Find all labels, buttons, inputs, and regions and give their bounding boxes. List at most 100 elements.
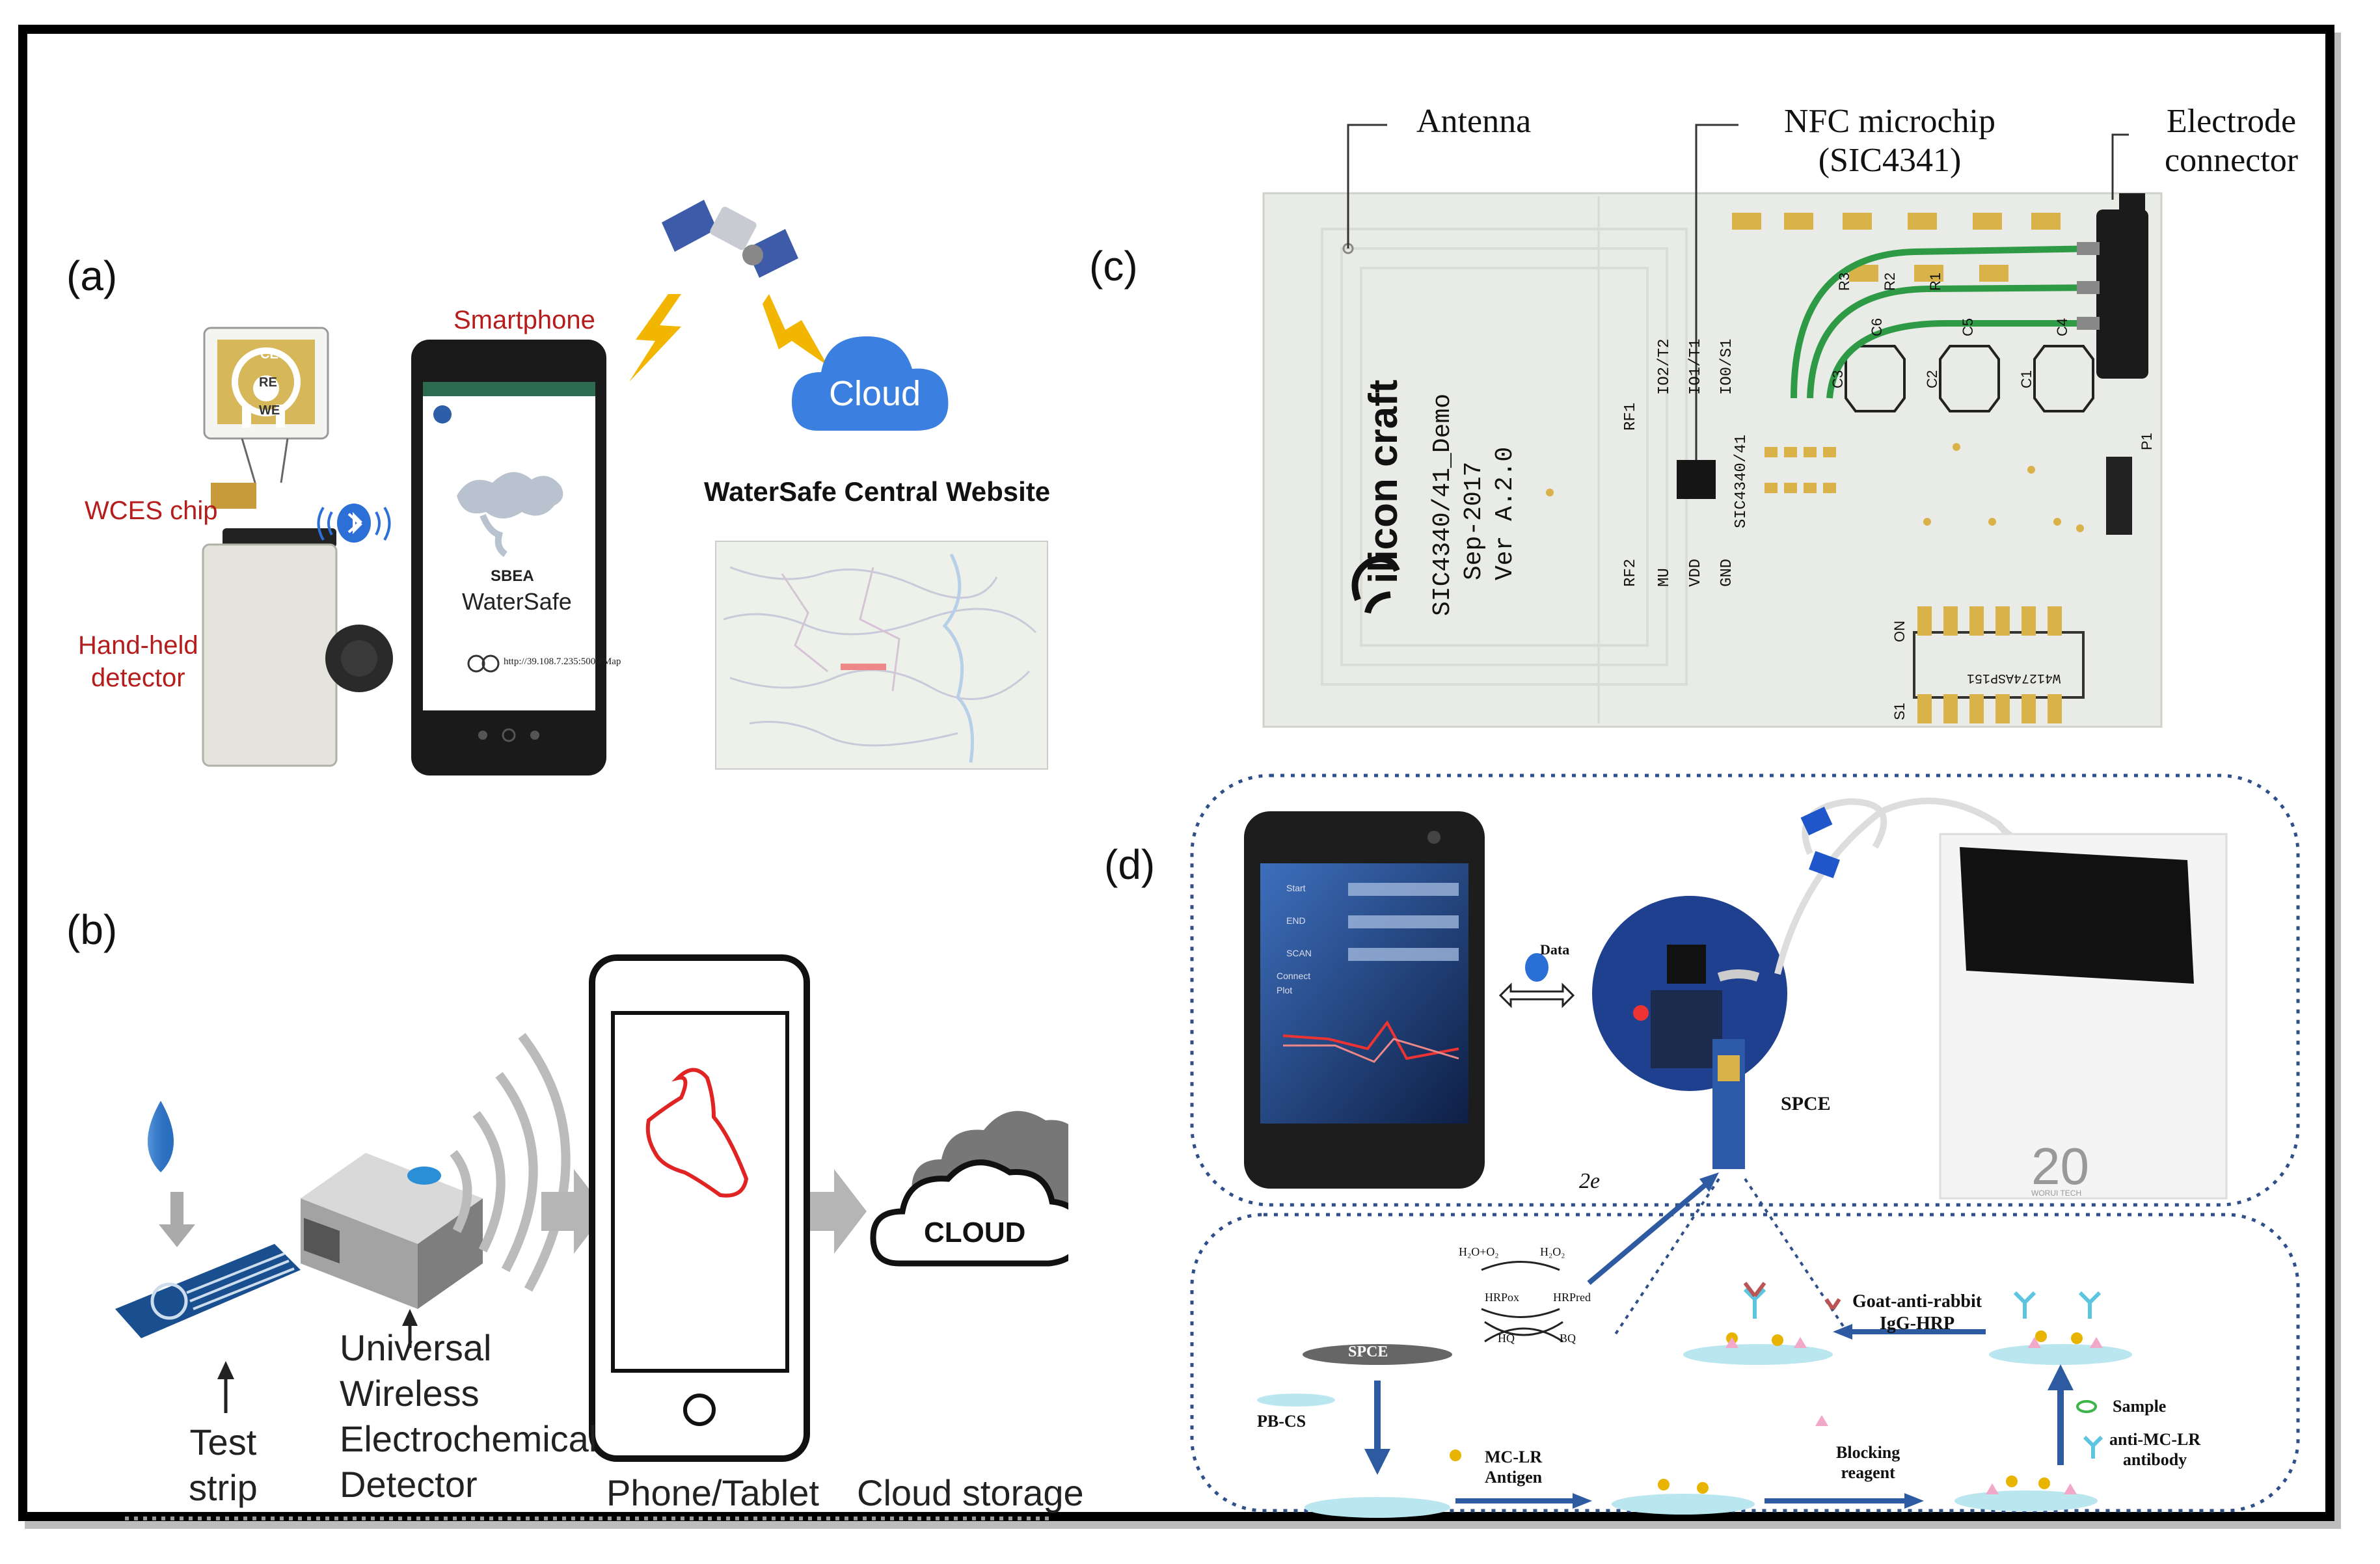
bq: BQ xyxy=(1560,1332,1576,1345)
board-brand: ilicon craft xyxy=(1361,379,1406,584)
panel-a-illustration xyxy=(202,200,1048,775)
wireless-detector xyxy=(301,1032,571,1309)
electrode-we: WE xyxy=(259,403,280,418)
pcb-vias xyxy=(1546,443,2084,532)
comp-r2: R2 xyxy=(1882,273,1898,291)
hrp-red: HRPred xyxy=(1553,1291,1591,1304)
pin-io0: IO0/S1 xyxy=(1718,339,1736,395)
app-row-connect: Connect xyxy=(1277,971,1311,981)
anti-mclr-antibody-label: anti-MC-LR antibody xyxy=(2109,1430,2201,1470)
smd-pads xyxy=(1732,213,2061,493)
smartphone-screen xyxy=(423,382,595,710)
spce-disk-label: SPCE xyxy=(1348,1343,1388,1360)
comp-c4: C4 xyxy=(2054,318,2070,336)
panel-a-label: (a) xyxy=(66,252,118,299)
cloud-icon xyxy=(792,336,949,431)
nfc-microchip-label: NFC microchip (SIC4341) xyxy=(1784,103,1995,179)
antibody-icon xyxy=(1743,1288,2103,1459)
hrp-disk xyxy=(1683,1344,1833,1365)
blocking-reagent-label: Blocking reagent xyxy=(1836,1443,1900,1483)
hrp-ox: HRPox xyxy=(1485,1291,1520,1304)
data-arrow-icon xyxy=(1498,982,1575,1008)
pin-vdd: VDD xyxy=(1687,559,1705,587)
mclr-antigen-label: MC-LR Antigen xyxy=(1485,1448,1543,1487)
electrode-ce: CE xyxy=(260,347,278,362)
ic-marking: W41274ASP151 xyxy=(1967,670,2061,685)
goat-anti-rabbit-label: Goat-anti-rabbit IgG-HRP xyxy=(1852,1291,1982,1334)
pin-io2: IO2/T2 xyxy=(1656,339,1673,395)
blocked-disk xyxy=(1954,1490,2098,1511)
chip-marking: SIC4340/41 xyxy=(1733,435,1750,528)
comp-s1: S1 xyxy=(1891,703,1908,720)
sample-icon xyxy=(2076,1400,2097,1413)
pin-io1: IO1/T1 xyxy=(1687,339,1705,395)
spce-disk xyxy=(1303,1344,1452,1365)
app-shield-icon xyxy=(433,405,452,424)
silicon-craft-logo xyxy=(1351,556,1400,614)
electrode-traces xyxy=(1791,245,2100,399)
cloud-storage-icon xyxy=(870,1111,1068,1267)
comp-c6: C6 xyxy=(1869,318,1885,336)
app-plot-line xyxy=(1282,1020,1459,1060)
antigen-disk xyxy=(1612,1494,1755,1515)
smartphone-label: Smartphone xyxy=(453,306,595,334)
sample-label: Sample xyxy=(2113,1397,2167,1416)
device-frame xyxy=(1190,774,2300,1207)
electrode-connector-label: Electrode connector xyxy=(2165,103,2299,179)
test-strip-label: Test strip xyxy=(189,1422,258,1508)
cloud-storage-label: Cloud storage xyxy=(857,1472,1084,1513)
comp-on: ON xyxy=(1891,621,1908,642)
satellite-icon xyxy=(662,200,798,278)
panel-b-illustration xyxy=(115,954,1068,1520)
pbcs-label: PB-CS xyxy=(1257,1412,1306,1431)
power-bank-brand: 20 xyxy=(2031,1137,2089,1195)
website-map xyxy=(715,541,1048,770)
antigen-icon xyxy=(1450,1330,2083,1494)
pin-mu: MU xyxy=(1656,568,1673,587)
power-bank-display xyxy=(1960,847,2194,984)
pin-gnd: GND xyxy=(1718,559,1736,587)
app-name: WaterSafe xyxy=(462,588,572,615)
assay-frame xyxy=(1190,1213,2300,1513)
panel-d-illustration xyxy=(1190,774,2300,1518)
app-brand-small: SBEA xyxy=(491,567,534,585)
power-bank-sub: WORUI TECH xyxy=(2031,1189,2082,1198)
handheld-detector-label: Hand-held detector xyxy=(78,631,198,692)
electron-arrow xyxy=(1587,1176,1714,1286)
bluetooth-icon xyxy=(1525,953,1548,982)
reaction-h2o-o2: H₂O+O₂ xyxy=(1459,1245,1499,1258)
detector-cap xyxy=(223,528,336,548)
electrode-re: RE xyxy=(259,375,277,390)
down-arrow-icon xyxy=(159,1192,195,1247)
p1-header xyxy=(2106,457,2132,535)
wces-chip-insert xyxy=(211,483,256,509)
app-url: http://39.108.7.235:5000/Map xyxy=(504,656,621,667)
blocking-reagent-icon xyxy=(1725,1337,2103,1494)
board-date: Sep-2017 xyxy=(1460,462,1488,580)
antenna-coil xyxy=(1321,228,1688,686)
pin-rf1: RF1 xyxy=(1622,403,1640,431)
app-row-start: Start xyxy=(1286,883,1306,893)
panel-b-label: (b) xyxy=(66,906,118,953)
comp-c3: C3 xyxy=(1830,370,1846,388)
wces-chip-label: WCES chip xyxy=(85,496,218,525)
detector-label: Universal Wireless Electrochemical Detec… xyxy=(340,1327,597,1505)
figure-frame: (a) xyxy=(18,25,2334,1521)
counter-electrode-ring xyxy=(232,347,301,416)
pcb-board-illustration: ilicon craft SIC4340/41_Demo Sep-2017 Ve… xyxy=(1262,124,2163,728)
cyclic-voltammogram xyxy=(645,1068,749,1198)
cloud-word: CLOUD xyxy=(924,1217,1026,1248)
comp-c5: C5 xyxy=(1960,318,1976,336)
comp-c1: C1 xyxy=(2018,370,2035,388)
electrode-connector xyxy=(2077,193,2148,379)
pin-rf2: RF2 xyxy=(1622,559,1640,587)
capacitor-outlines xyxy=(1845,345,2094,412)
flow-arrow-icon xyxy=(808,1169,867,1254)
comp-p1: P1 xyxy=(2139,433,2155,450)
board-version: Ver A.2.0 xyxy=(1491,447,1519,580)
panel-d-label: (d) xyxy=(1104,841,1156,888)
antenna-label: Antenna xyxy=(1416,103,1532,140)
world-map-icon xyxy=(457,472,563,519)
electron-label: 2e xyxy=(1579,1169,1601,1193)
antibody-disk xyxy=(1989,1344,2132,1365)
